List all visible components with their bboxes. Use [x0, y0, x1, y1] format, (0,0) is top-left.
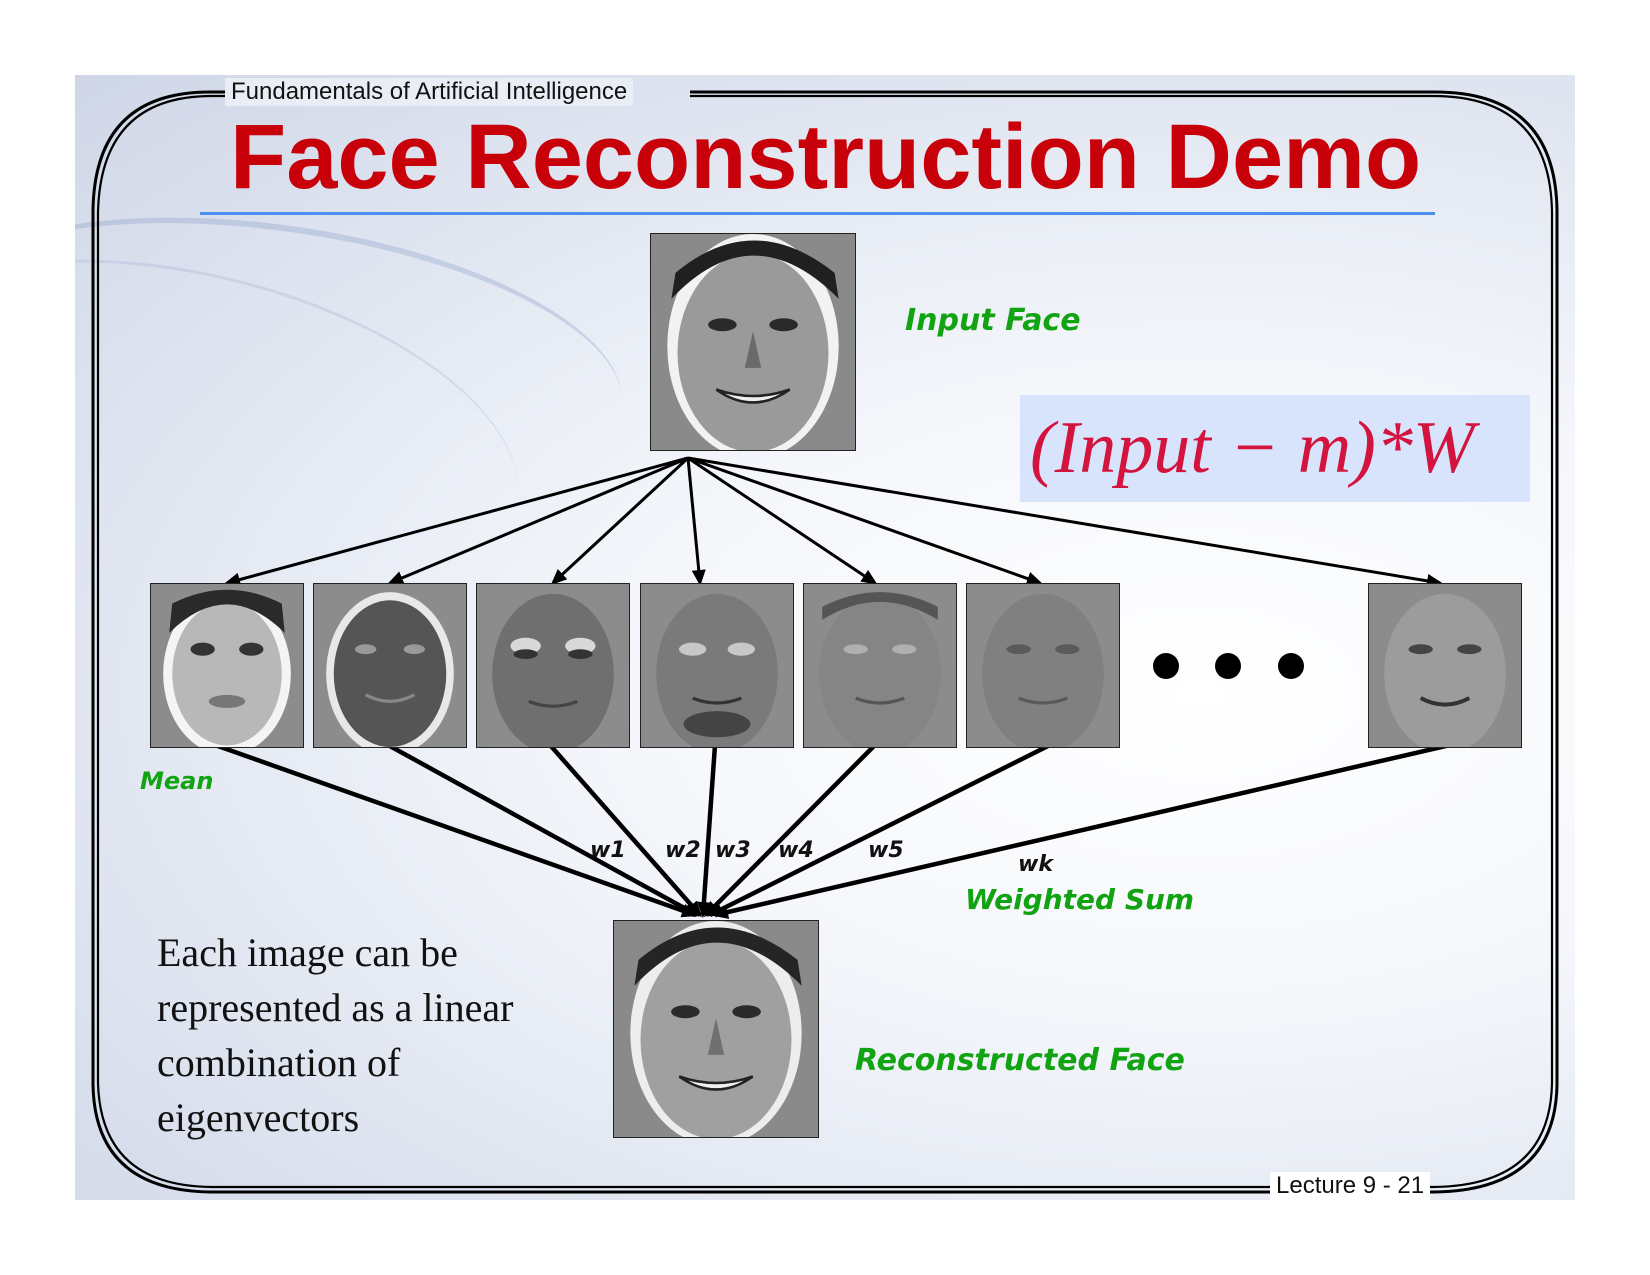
mean-face-image — [150, 583, 304, 748]
lecture-footer: Lecture 9 - 21 — [1270, 1172, 1430, 1200]
arrow-to-eigenface-5 — [688, 458, 1040, 583]
mean-label: Mean — [140, 767, 213, 795]
arrow-to-eigenface-3 — [688, 458, 700, 583]
input-face-image — [650, 233, 856, 451]
eigenface-5-image — [966, 583, 1120, 748]
weight-label-w3: w3 — [715, 838, 751, 863]
weight-label-wk: wk — [1018, 852, 1053, 877]
arrow-from-eigenface-4 — [706, 745, 875, 915]
eigenface-k-image — [1368, 583, 1522, 748]
weight-label-w5: w5 — [868, 838, 904, 863]
arrow-from-eigenface-3 — [703, 745, 715, 915]
arrow-from-eigenface-1 — [388, 745, 697, 915]
explanation-text: Each image can be represented as a linea… — [157, 925, 557, 1145]
input-face-label: Input Face — [905, 303, 1081, 338]
eigenface-1-image — [313, 583, 467, 748]
reconstructed-face-label: Reconstructed Face — [855, 1043, 1185, 1078]
weight-label-w1: w1 — [590, 838, 626, 863]
weight-label-w2: w2 — [665, 838, 701, 863]
eigenface-2-image — [476, 583, 630, 748]
weighted-sum-arrows — [215, 745, 1450, 915]
arrow-to-eigenface-k — [688, 458, 1440, 583]
ellipsis-dot — [1278, 653, 1304, 679]
eigenface-4-image — [803, 583, 957, 748]
weight-label-w4: w4 — [778, 838, 814, 863]
ellipsis-dot — [1153, 653, 1179, 679]
arrow-to-eigenface-4 — [688, 458, 875, 583]
reconstructed-face-image — [613, 920, 819, 1138]
ellipsis-dot — [1215, 653, 1241, 679]
weighted-sum-label: Weighted Sum — [965, 883, 1194, 916]
projection-arrows — [227, 458, 1440, 583]
arrow-to-eigenface-1 — [390, 458, 688, 583]
eigenface-3-image — [640, 583, 794, 748]
